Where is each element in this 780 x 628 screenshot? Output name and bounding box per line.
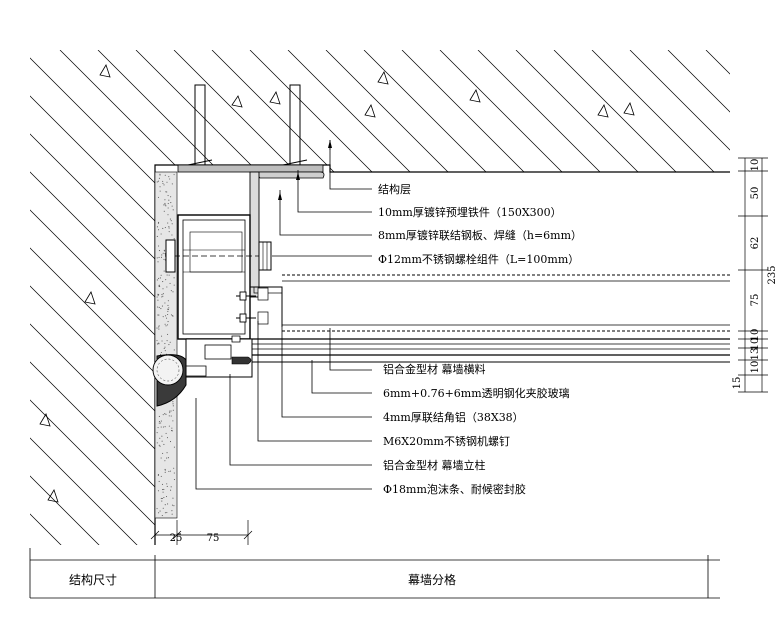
bolt-assembly <box>165 239 272 273</box>
callout-label: 10mm厚镀锌预埋铁件（150X300） <box>378 205 562 219</box>
hatch-line <box>629 50 730 545</box>
hatch-line <box>30 50 67 545</box>
callout-labels: 结构层 10mm厚镀锌预埋铁件（150X300） 8mm厚镀锌联结钢板、焊缝（h=6… <box>378 182 582 496</box>
embedded-plate <box>177 164 324 173</box>
render-layer <box>154 171 178 519</box>
right-dim-label: 13 <box>750 348 761 361</box>
right-dim-label: 10 <box>750 338 761 351</box>
hatch-line <box>30 50 523 545</box>
callout-label: 铝合金型材 幕墙立柱 <box>383 458 486 472</box>
transom-profile <box>282 274 730 332</box>
callout-label: 6mm+0.76+6mm透明钢化夹胶玻璃 <box>383 386 570 400</box>
hatch-line <box>30 50 219 545</box>
concrete-hatch <box>0 50 730 550</box>
callout-label: 4mm厚联结角铝（38X38） <box>383 410 524 424</box>
angle-aluminium <box>236 286 283 327</box>
laminated-glass <box>186 338 730 363</box>
right-dim-label: 62 <box>750 237 761 250</box>
callout-label: Φ18mm泡沫条、耐候密封胶 <box>383 482 526 496</box>
hatch-line <box>439 50 730 545</box>
hatch-line <box>30 50 143 545</box>
footer-table <box>29 548 720 599</box>
right-dim-label: 50 <box>750 187 761 200</box>
right-dimension-chain <box>738 157 768 393</box>
connecting-steel-plate <box>249 171 260 298</box>
weld <box>254 171 325 179</box>
concrete-aggregate <box>39 64 635 503</box>
bottom-dim-label: 75 <box>207 533 220 544</box>
callout-label: 8mm厚镀锌联结钢板、焊缝（h=6mm） <box>378 228 582 242</box>
hatch-line <box>515 50 730 545</box>
hatch-line <box>0 50 28 550</box>
foam-rod-sealant <box>152 354 187 407</box>
right-dim-label: 10 <box>750 329 761 342</box>
mullion-profile <box>177 214 251 340</box>
hatch-line <box>249 50 730 545</box>
callout-label: 结构层 <box>378 182 411 196</box>
leader-lines-top <box>272 140 372 257</box>
callout-label: Φ12mm不锈钢螺栓组件（L=100mm） <box>378 252 579 266</box>
hatch-line <box>287 50 730 545</box>
right-dim-label: 10 <box>750 361 761 374</box>
hatch-line <box>30 50 105 545</box>
anchor-bars <box>187 84 308 166</box>
leader-arrows-top <box>278 140 332 200</box>
pressure-cap <box>185 335 253 378</box>
callout-label: 铝合金型材 幕墙横料 <box>383 362 486 376</box>
bottom-dimension <box>150 520 253 545</box>
right-dim-label: 10 <box>750 159 761 172</box>
callout-label: M6X20mm不锈钢机螺钉 <box>383 434 510 448</box>
hatch-line <box>30 50 181 545</box>
hatch-line <box>705 50 730 545</box>
hatch-line <box>591 50 730 545</box>
right-dim-label: 235 <box>767 265 778 284</box>
hatch-line <box>211 50 713 545</box>
right-dim-label: 15 <box>732 377 743 390</box>
hatch-line <box>553 50 730 545</box>
footer-right-label: 幕墙分格 <box>408 572 456 587</box>
hatch-line <box>59 50 561 545</box>
hatch-line <box>363 50 730 545</box>
footer-left-label: 结构尺寸 <box>69 572 117 587</box>
hatch-line <box>667 50 730 545</box>
bottom-dim-label: 25 <box>170 533 183 544</box>
right-dim-label: 75 <box>750 294 761 307</box>
leader-lines-bottom <box>195 321 372 490</box>
